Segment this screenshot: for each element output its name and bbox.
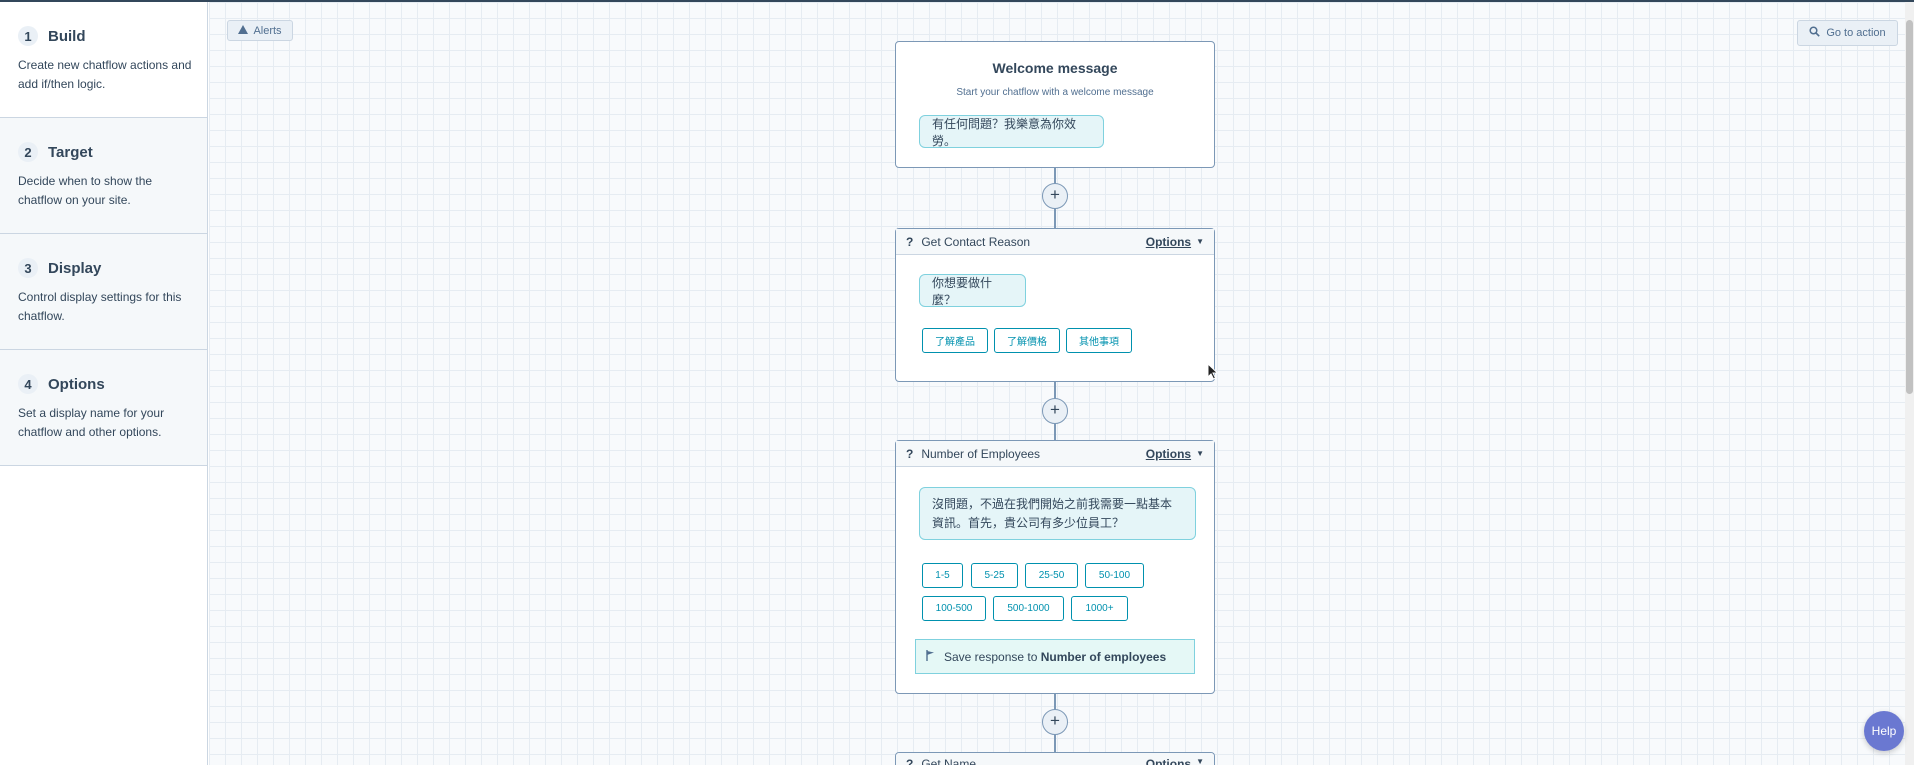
card-header: ? Get Contact Reason Options ▼ bbox=[896, 229, 1214, 255]
step-build[interactable]: 1 Build Create new chatflow actions and … bbox=[0, 2, 207, 118]
save-response-box[interactable]: Save response to Number of employees bbox=[915, 639, 1195, 674]
step-description: Set a display name for your chatflow and… bbox=[18, 406, 165, 439]
step-number: 1 bbox=[18, 26, 38, 46]
search-icon bbox=[1809, 26, 1821, 40]
step-number: 2 bbox=[18, 142, 38, 162]
question-icon: ? bbox=[906, 446, 914, 461]
step-target[interactable]: 2 Target Decide when to show the chatflo… bbox=[0, 118, 207, 234]
chevron-down-icon: ▼ bbox=[1196, 237, 1204, 246]
choice-chip[interactable]: 其他事項 bbox=[1066, 328, 1132, 353]
chevron-down-icon: ▼ bbox=[1196, 449, 1204, 458]
bottom-edge bbox=[0, 765, 1914, 772]
scrollbar-thumb[interactable] bbox=[1906, 20, 1913, 394]
chevron-down-icon: ▼ bbox=[1196, 757, 1204, 765]
top-border bbox=[0, 0, 1914, 2]
mouse-cursor-icon bbox=[1207, 362, 1219, 385]
choice-chip[interactable]: 1-5 bbox=[922, 563, 963, 588]
step-title: Display bbox=[48, 259, 102, 277]
choice-chip[interactable]: 500-1000 bbox=[993, 596, 1064, 621]
step-description: Decide when to show the chatflow on your… bbox=[18, 174, 153, 207]
number-of-employees-card[interactable]: ? Number of Employees Options ▼ 沒問題，不過在我… bbox=[895, 440, 1215, 694]
options-dropdown[interactable]: Options bbox=[1145, 446, 1192, 461]
step-title: Options bbox=[48, 375, 105, 393]
question-icon: ? bbox=[906, 234, 914, 249]
card-header: ? Number of Employees Options ▼ bbox=[896, 441, 1214, 467]
welcome-title: Welcome message bbox=[992, 60, 1118, 76]
save-response-prefix: Save response to bbox=[944, 649, 1038, 664]
choice-chip[interactable]: 50-100 bbox=[1085, 563, 1144, 588]
choice-chip[interactable]: 5-25 bbox=[971, 563, 1018, 588]
choice-chip[interactable]: 25-50 bbox=[1025, 563, 1078, 588]
card-title: Number of Employees bbox=[921, 446, 1041, 461]
add-action-button[interactable]: + bbox=[1042, 709, 1068, 735]
steps-sidebar: 1 Build Create new chatflow actions and … bbox=[0, 2, 208, 772]
options-dropdown[interactable]: Options bbox=[1145, 757, 1192, 765]
add-action-button[interactable]: + bbox=[1042, 183, 1068, 209]
question-icon: ? bbox=[906, 757, 914, 765]
choice-chip[interactable]: 100-500 bbox=[922, 596, 986, 621]
choice-chip[interactable]: 了解產品 bbox=[922, 328, 988, 353]
contact-reason-bubble[interactable]: 你想要做什麼？ bbox=[919, 274, 1026, 307]
get-contact-reason-card[interactable]: ? Get Contact Reason Options ▼ 你想要做什麼？ 了… bbox=[895, 228, 1215, 382]
step-title: Build bbox=[48, 27, 86, 45]
step-description: Create new chatflow actions and add if/t… bbox=[18, 58, 192, 91]
choice-chip[interactable]: 1000+ bbox=[1071, 596, 1128, 621]
card-title: Get Name bbox=[921, 757, 977, 765]
step-description: Control display settings for this chatfl… bbox=[18, 290, 182, 323]
choice-chip[interactable]: 了解價格 bbox=[994, 328, 1060, 353]
options-dropdown[interactable]: Options bbox=[1145, 234, 1192, 249]
save-response-field: Number of employees bbox=[1040, 649, 1167, 664]
go-to-action-label: Go to action bbox=[1826, 27, 1886, 39]
welcome-message-card[interactable]: Welcome message Start your chatflow with… bbox=[895, 41, 1215, 168]
get-name-card[interactable]: ? Get Name Options ▼ bbox=[895, 752, 1215, 765]
step-options[interactable]: 4 Options Set a display name for your ch… bbox=[0, 350, 207, 466]
flag-icon bbox=[926, 649, 935, 664]
step-display[interactable]: 3 Display Control display settings for t… bbox=[0, 234, 207, 350]
card-title: Get Contact Reason bbox=[921, 234, 1031, 249]
employees-bubble[interactable]: 沒問題，不過在我們開始之前我需要一點基本資訊。首先，貴公司有多少位員工？ bbox=[919, 487, 1196, 540]
step-number: 3 bbox=[18, 258, 38, 278]
alerts-label: Alerts bbox=[253, 24, 282, 37]
card-header: ? Get Name Options ▼ bbox=[896, 753, 1214, 765]
add-action-button[interactable]: + bbox=[1042, 398, 1068, 424]
step-number: 4 bbox=[18, 374, 38, 394]
go-to-action-button[interactable]: Go to action bbox=[1797, 20, 1898, 46]
alerts-button[interactable]: Alerts bbox=[227, 20, 293, 41]
step-title: Target bbox=[48, 143, 93, 161]
welcome-bubble[interactable]: 有任何問題？我樂意為你效勞。 bbox=[919, 115, 1104, 148]
warning-icon bbox=[238, 24, 249, 37]
welcome-subtitle: Start your chatflow with a welcome messa… bbox=[956, 87, 1154, 98]
help-button[interactable]: Help bbox=[1864, 711, 1904, 751]
